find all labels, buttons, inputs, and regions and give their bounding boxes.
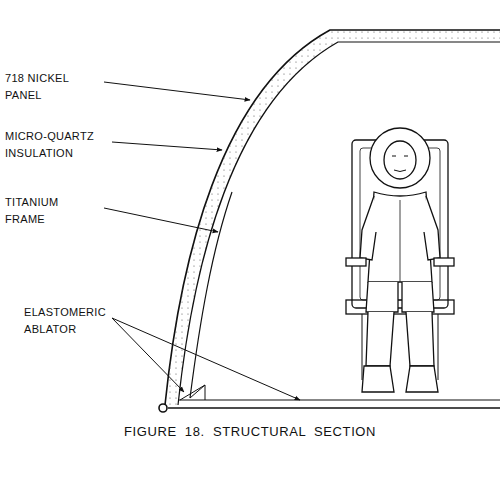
astronaut-figure: [346, 128, 454, 392]
part-label: ELASTOMERIC ABLATOR: [24, 304, 110, 338]
part-label: 718 NICKEL PANEL: [5, 70, 103, 104]
figure-caption: FIGURE 18. STRUCTURAL SECTION: [0, 424, 500, 439]
part-label: MICRO-QUARTZ INSULATION: [5, 128, 109, 162]
leader-lines: [104, 82, 300, 400]
part-label: TITANIUM FRAME: [5, 194, 101, 228]
capsule-shell: [159, 30, 500, 412]
